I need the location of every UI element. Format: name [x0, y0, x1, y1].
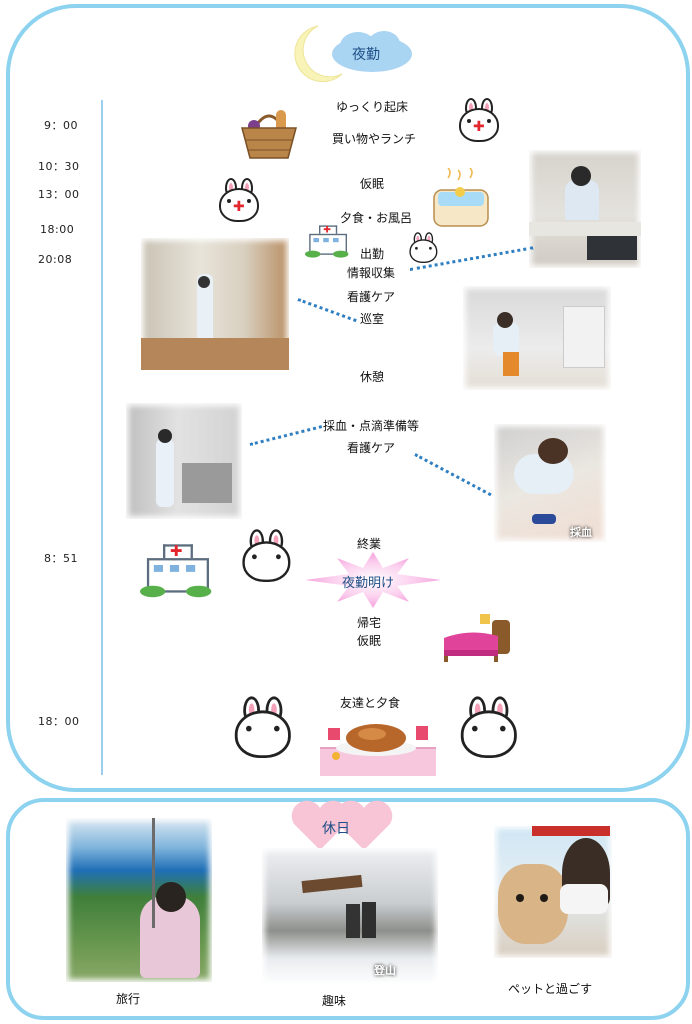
caption-pet: ペットと過ごす [508, 982, 593, 996]
caption-travel: 旅行 [116, 992, 141, 1006]
event-go-home: 帰宅 [357, 616, 382, 630]
after-night-label: 夜勤明け [342, 576, 395, 591]
holiday-title: 休日 [322, 821, 350, 837]
bunny-right-icon [452, 696, 519, 763]
time-1300: 13：00 [38, 188, 80, 201]
photo-blood-draw: 採血 [494, 424, 606, 542]
hospital-icon-2: ✚ [140, 542, 212, 598]
photo-label-blood-draw: 採血 [570, 526, 592, 539]
event-friends-dinner: 友達と夕食 [340, 696, 401, 710]
time-0900: 9：00 [44, 119, 78, 132]
event-wake: ゆっくり起床 [336, 100, 409, 114]
bunny-small-icon [405, 232, 439, 266]
bunny-nurse-icon: ✚ [453, 98, 501, 146]
moon-cloud-icon [280, 22, 420, 83]
caption-hobby: 趣味 [322, 994, 347, 1008]
event-dinner-bath: 夕食・お風呂 [340, 211, 413, 225]
photo-doorway-nurse [141, 238, 289, 370]
photo-nurse-room [463, 286, 611, 390]
photo-supply-room [126, 403, 242, 519]
photo-pet [494, 826, 612, 958]
bunny-walking-icon [235, 529, 293, 587]
event-go-work: 出勤 [360, 247, 385, 261]
photo-label-climbing: 登山 [374, 964, 396, 977]
event-rounds: 巡室 [360, 312, 385, 326]
bunny-left-icon [226, 696, 293, 763]
event-care2: 看護ケア [347, 441, 396, 455]
dinner-table-icon [318, 718, 438, 778]
time-2008: 20:08 [38, 253, 73, 266]
photo-hobby: 登山 [262, 848, 438, 986]
event-care1: 看護ケア [347, 290, 396, 304]
night-shift-panel [6, 4, 690, 792]
time-1800-b: 18：00 [38, 715, 80, 728]
timeline-line [101, 100, 103, 775]
bed-icon [440, 612, 514, 664]
hearts-icon [286, 798, 398, 854]
time-0851: 8：51 [44, 552, 78, 565]
night-shift-title: 夜勤 [352, 47, 380, 63]
event-end-work: 終業 [357, 537, 382, 551]
bunny-nurse-icon-2: ✚ [213, 178, 261, 226]
event-shopping: 買い物やランチ [332, 132, 417, 146]
time-1030: 10：30 [38, 160, 80, 173]
time-1800: 18:00 [40, 223, 75, 236]
photo-travel [66, 818, 212, 982]
event-nap2: 仮眠 [357, 634, 382, 648]
event-break: 休憩 [360, 370, 385, 384]
event-info: 情報収集 [347, 266, 396, 280]
bathtub-icon [430, 167, 492, 232]
event-blood: 採血・点滴準備等 [323, 419, 420, 433]
event-nap: 仮眠 [360, 177, 385, 191]
picnic-basket-icon [238, 106, 300, 160]
hospital-icon: ✚ [305, 224, 349, 258]
sunburst-icon [305, 552, 441, 608]
photo-desk-nurse [529, 150, 641, 268]
